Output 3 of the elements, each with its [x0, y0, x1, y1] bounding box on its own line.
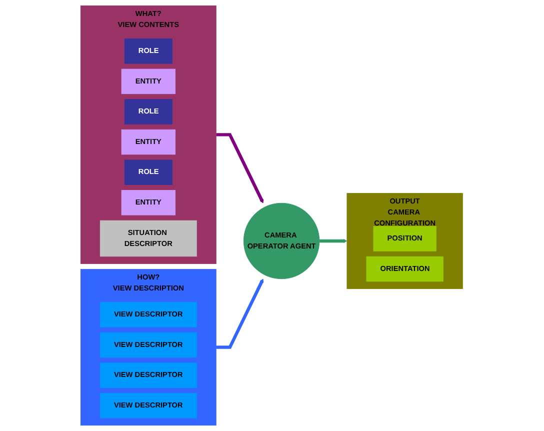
arrow — [216, 278, 264, 349]
arrow — [320, 238, 348, 243]
arrow — [216, 133, 264, 204]
